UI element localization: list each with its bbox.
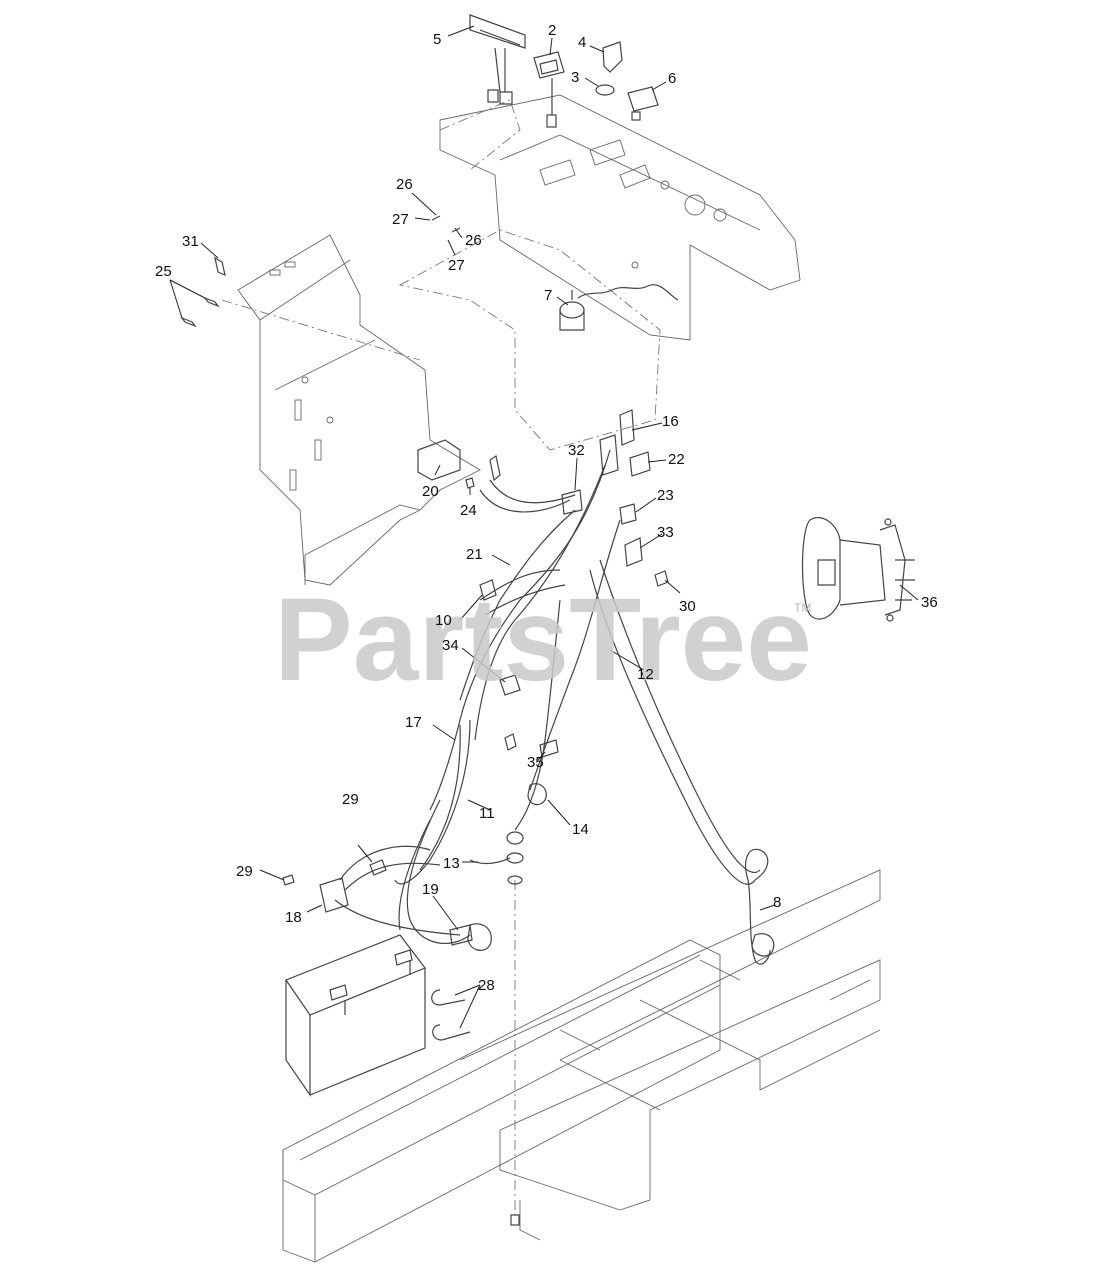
leader-lines (169, 25, 919, 1029)
connector-part-10 (479, 579, 497, 601)
callout-28: 28 (478, 977, 495, 994)
callout-2: 2 (548, 22, 556, 39)
fuse-holder (504, 733, 517, 751)
bolt-phantom-line (221, 299, 421, 361)
console-phantom-outline (398, 229, 661, 451)
callout-29b: 29 (236, 863, 253, 880)
callout-36: 36 (921, 594, 938, 611)
wire-harness (334, 449, 771, 965)
callout-11: 11 (479, 805, 495, 822)
inset-view-part-36 (801, 517, 915, 622)
nut-part-29a (369, 859, 387, 876)
callout-17: 17 (405, 714, 422, 731)
bolt-31 (214, 256, 226, 277)
callout-27b: 27 (448, 257, 465, 274)
connector-cluster (561, 409, 651, 567)
cable-end-part-8 (751, 933, 775, 957)
callout-6: 6 (668, 70, 676, 87)
coil-cord (577, 284, 679, 301)
cable-clamp (449, 924, 473, 946)
relay-bracket-part-20 (417, 439, 461, 481)
callout-29a: 29 (342, 791, 359, 808)
bolt-25b (180, 316, 197, 328)
main-frame-rails (282, 869, 881, 1263)
callout-23: 23 (657, 487, 674, 504)
callout-labels: 5 2 4 3 6 26 27 26 27 31 25 7 16 32 22 2… (155, 22, 938, 994)
callout-14: 14 (572, 821, 589, 838)
battery (285, 934, 426, 1097)
callout-32: 32 (568, 442, 585, 459)
connector-part-35 (539, 739, 559, 758)
callout-20: 20 (422, 483, 439, 500)
callout-8: 8 (773, 894, 781, 911)
callout-26a: 26 (396, 176, 413, 193)
ground-washer-b (507, 875, 523, 885)
bolt-part-29b (282, 874, 295, 886)
switch-part-2 (533, 51, 565, 128)
terminal-boot-part-14 (527, 783, 547, 806)
switch-part-6 (627, 86, 659, 121)
callout-35: 35 (527, 754, 544, 771)
callout-30: 30 (679, 598, 696, 615)
callout-31: 31 (182, 233, 199, 250)
ground-nut (506, 831, 524, 845)
connector-part-34 (499, 674, 521, 696)
dash-phantom-outline (439, 99, 521, 171)
ignition-key-part-4 (602, 41, 623, 73)
callout-5: 5 (433, 31, 441, 48)
callout-22: 22 (668, 451, 685, 468)
callout-21: 21 (466, 546, 483, 563)
pto-switch-part-7 (559, 290, 585, 331)
nut-part-3 (595, 84, 615, 96)
control-console-panel (439, 94, 801, 341)
ground-bolt (510, 1214, 520, 1226)
positive-cable-part-19 (467, 923, 492, 951)
hour-meter-part-5 (469, 14, 526, 105)
nut-part-24 (465, 477, 475, 489)
callout-13: 13 (443, 855, 460, 872)
battery-bolt-28a (431, 989, 466, 1006)
ground-washer-a (506, 852, 524, 864)
side-mount-plate (237, 234, 481, 586)
callout-27a: 27 (392, 211, 409, 228)
callout-34: 34 (442, 637, 459, 654)
terminal-part-24 (489, 455, 501, 482)
callout-4: 4 (578, 34, 586, 51)
callout-3: 3 (571, 69, 579, 86)
watermark-trademark: TM (794, 601, 811, 615)
callout-25: 25 (155, 263, 172, 280)
callout-16: 16 (662, 413, 679, 430)
watermark-text: PartsTree (274, 574, 812, 706)
callout-24: 24 (460, 502, 477, 519)
battery-bolt-28b (432, 1024, 471, 1041)
callout-7: 7 (544, 287, 552, 304)
callout-19: 19 (422, 881, 439, 898)
callout-26b: 26 (465, 232, 482, 249)
terminal-cover-part-18 (319, 877, 349, 913)
bolt-25a (203, 296, 220, 308)
callout-12: 12 (637, 666, 654, 683)
callout-33: 33 (657, 524, 674, 541)
callout-10: 10 (435, 612, 452, 629)
callout-18: 18 (285, 909, 302, 926)
